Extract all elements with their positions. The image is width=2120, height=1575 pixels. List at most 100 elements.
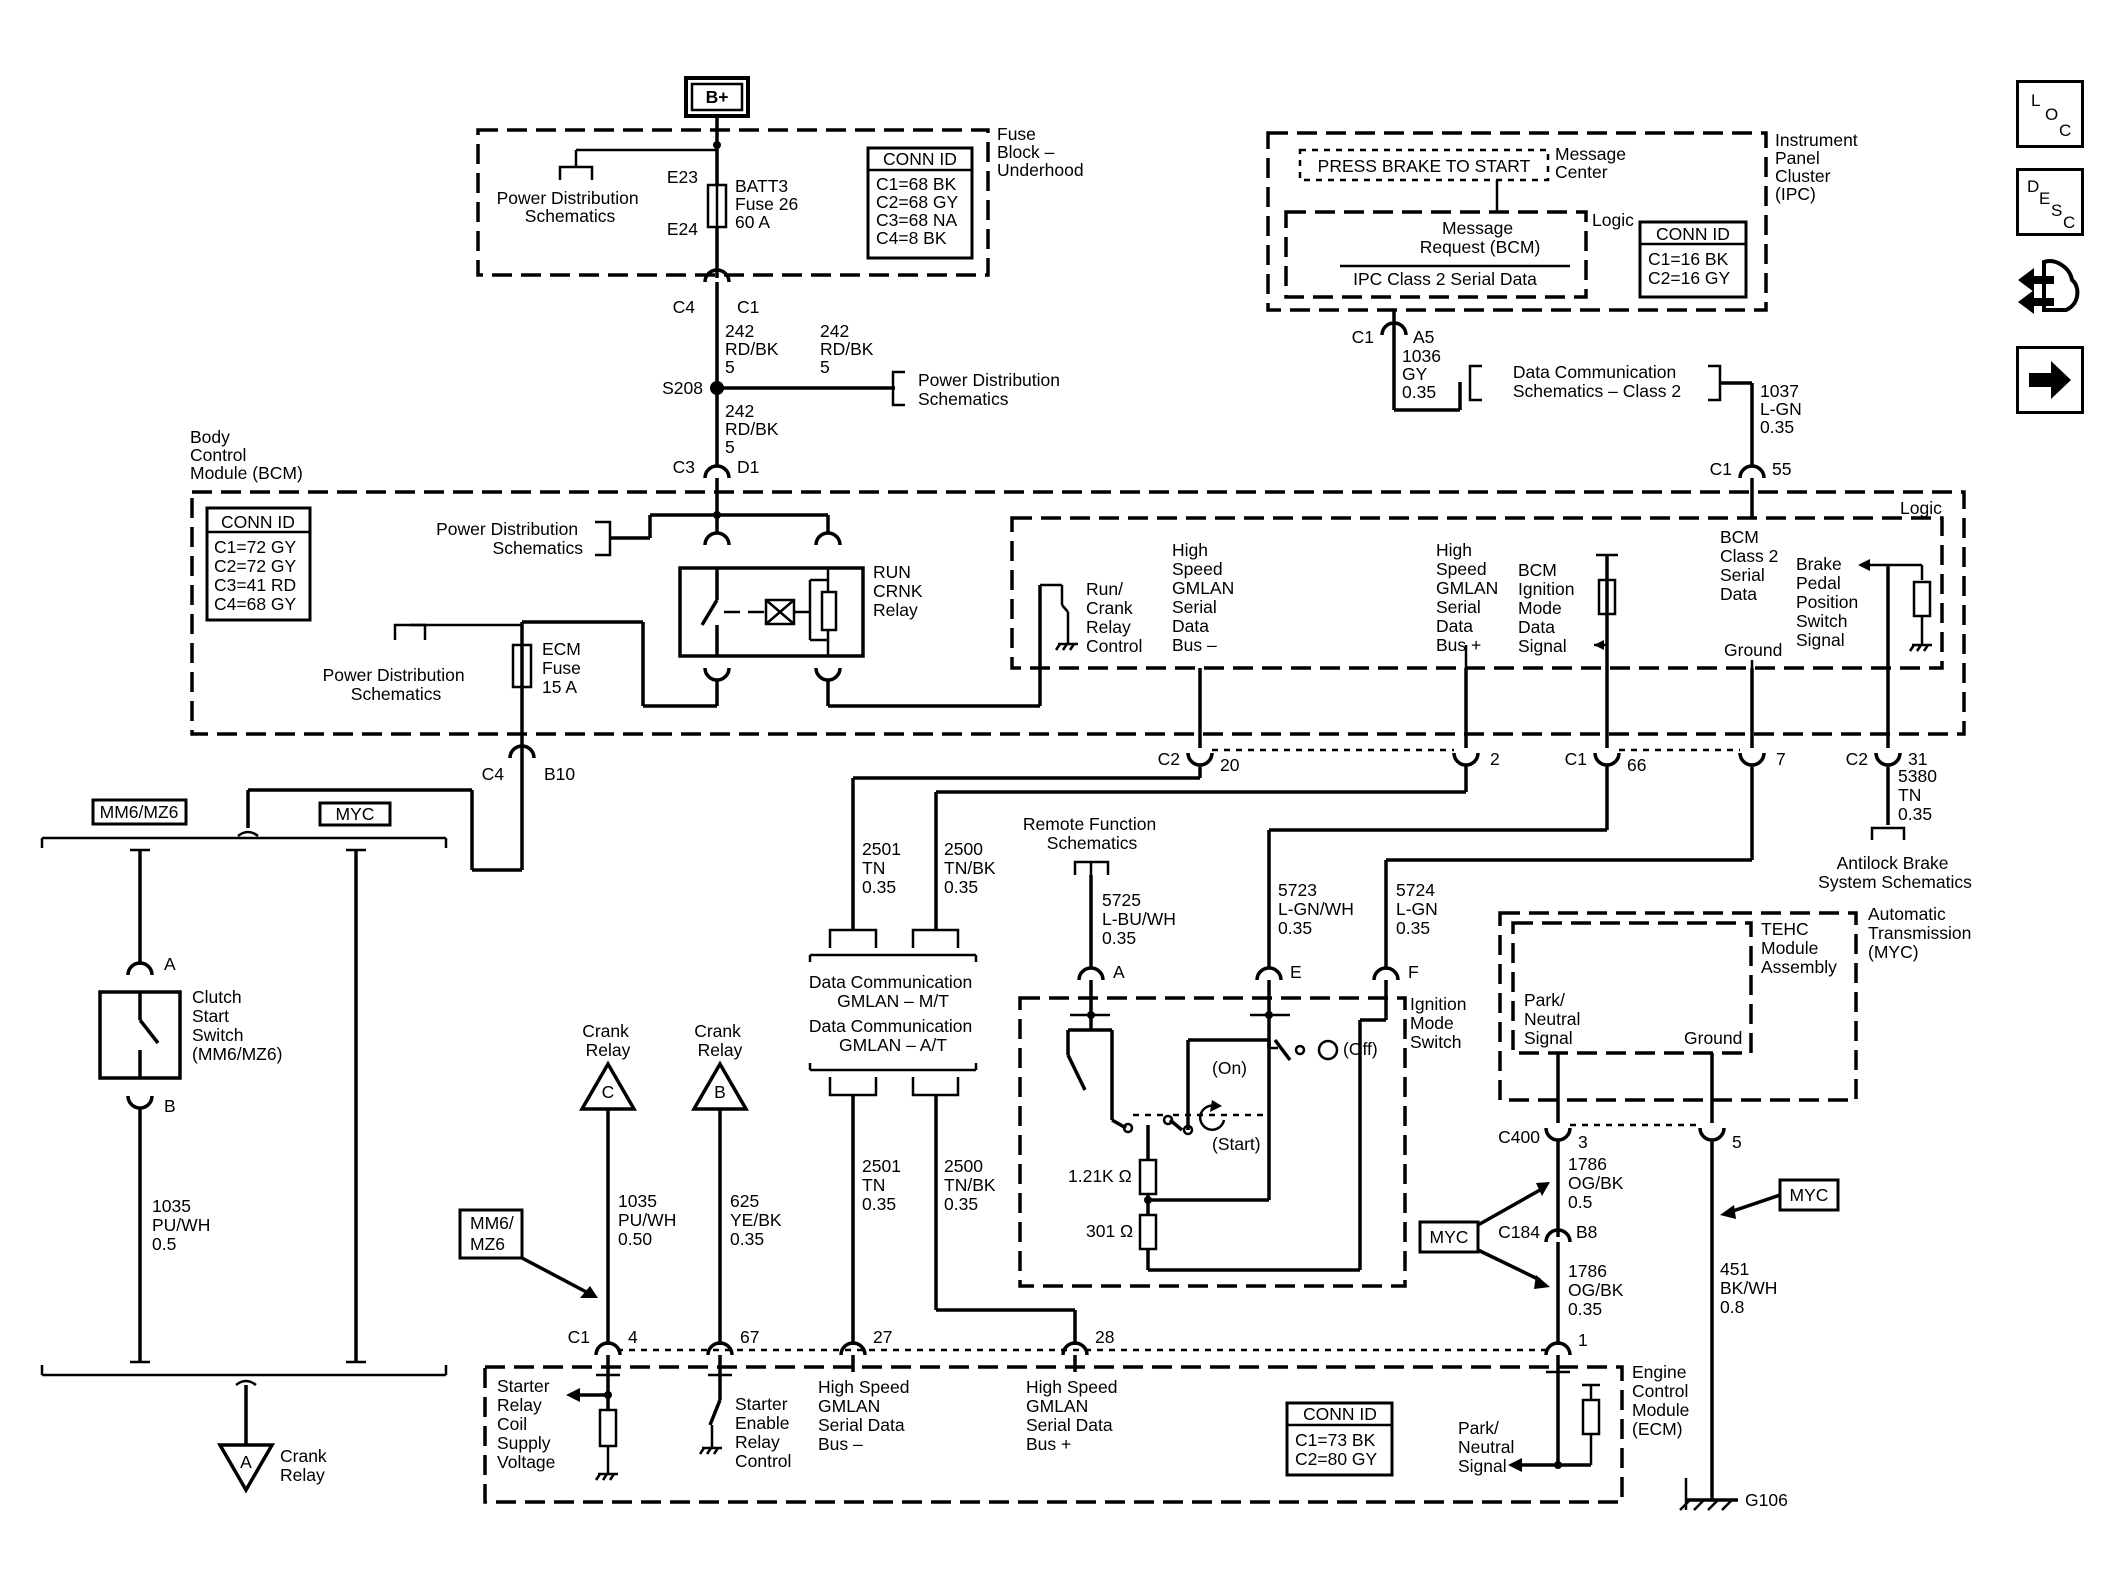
wire-2500-b: 2500 TN/BK 0.35 (944, 1156, 1000, 1214)
wire-1786-a: 1786 OG/BK 0.5 (1568, 1154, 1628, 1212)
tehc-title: TEHC Module Assembly (1761, 919, 1837, 977)
hs-gmlan-minus-bcm: High Speed GMLAN Serial Data Bus – (1172, 540, 1239, 655)
connector-ecm-27 (839, 1341, 867, 1356)
loc-letter-o: O (2045, 105, 2059, 124)
next-arrow-icon[interactable] (2016, 346, 2084, 414)
connector-c400-3 (1544, 1127, 1572, 1142)
svg-text:C1=72 GY: C1=72 GY (214, 537, 297, 557)
message-center-label: Message Center (1555, 144, 1631, 182)
run-crank-relay-control-label: Run/ Crank Relay Control (1086, 579, 1142, 656)
wire-5725: 5725 L-BU/WH 0.35 (1102, 890, 1181, 948)
wire-1035-left: 1035 PU/WH 0.5 (152, 1196, 215, 1254)
connector-icon[interactable] (2014, 254, 2086, 326)
bcm-class2-label: BCM Class 2 Serial Data (1720, 527, 1783, 604)
ipc-logic-box (1284, 210, 1588, 299)
connector-bcm-c1-55 (1738, 464, 1766, 479)
connector-c1-66 (1593, 752, 1621, 767)
wire-2500-a: 2500 TN/BK 0.35 (944, 839, 1000, 897)
crank-relay-b-letter: B (714, 1082, 726, 1102)
run-crank-relay (678, 566, 865, 658)
connector-ecm-28 (1061, 1341, 1089, 1356)
batt3-fuse-label: BATT3 Fuse 26 60 A (735, 176, 803, 232)
clutch-switch-label: Clutch Start Switch (MM6/MZ6) (192, 987, 282, 1064)
starter-coil-supply-label: Starter Relay Coil Supply Voltage (497, 1376, 555, 1472)
svg-text:CONN ID: CONN ID (221, 512, 295, 532)
ecm-hs-plus-label: High Speed GMLAN Serial Data Bus + (1026, 1377, 1122, 1454)
connector-pin-7 (1738, 752, 1766, 767)
c184-label: C184 (1498, 1222, 1540, 1242)
data-comm-class2-label: Data Communication Schematics – Class 2 (1513, 362, 1681, 401)
ipc-title: Instrument Panel Cluster (IPC) (1775, 130, 1863, 204)
pds-label-top: Power Distribution Schematics (497, 188, 644, 226)
svg-text:C2=80 GY: C2=80 GY (1295, 1449, 1378, 1469)
bcm-ground-label: Ground (1724, 640, 1782, 660)
connector-c2-31 (1874, 752, 1902, 767)
clutch-pin-a-label: A (164, 954, 176, 974)
connector-pin-2 (1452, 752, 1480, 767)
ecm-fuse-label: ECM Fuse 15 A (542, 639, 586, 697)
ignition-pin-f-label: F (1408, 962, 1419, 982)
automatic-transmission-label: Automatic Transmission (MYC) (1868, 904, 1976, 962)
wire-625: 625 YE/BK 0.35 (730, 1191, 786, 1249)
connector-c400-5 (1698, 1127, 1726, 1142)
desc-letter-c: C (2063, 213, 2076, 232)
svg-text:C3=68 NA: C3=68 NA (876, 210, 958, 230)
wire-1036: 1036 GY 0.35 (1402, 346, 1446, 402)
svg-text:CONN ID: CONN ID (1656, 224, 1730, 244)
wire-242-a: 242 RD/BK 5 (725, 321, 783, 377)
crank-relay-c-letter: C (602, 1082, 615, 1102)
location-icon[interactable]: L O C (2016, 80, 2084, 148)
connector-ecm-67 (706, 1341, 734, 1356)
remote-function-label: Remote Function Schematics (1023, 814, 1161, 853)
svg-text:C1=73 BK: C1=73 BK (1295, 1430, 1376, 1450)
connector-ecm-1 (1544, 1341, 1572, 1356)
d1-label: D1 (737, 457, 759, 477)
c3-label: C3 (673, 457, 695, 477)
fuse-block-title: Fuse Block – Underhood (997, 124, 1084, 180)
tehc-pn-label: Park/ Neutral Signal (1524, 990, 1585, 1048)
svg-text:C4=8 BK: C4=8 BK (876, 228, 947, 248)
connector-c184-b8 (1544, 1228, 1572, 1243)
ecm-title: Engine Control Module (ECM) (1632, 1362, 1694, 1439)
ecm-fuse (511, 643, 533, 689)
bcm-c2b-label: C2 (1846, 749, 1868, 769)
clutch-connector-a (126, 961, 154, 976)
message-request-label: Message Request (BCM) (1420, 218, 1541, 257)
svg-text:C1=68 BK: C1=68 BK (876, 174, 957, 194)
wire-242-c: 242 RD/BK 5 (725, 401, 783, 457)
ipc-logic-label: Logic (1592, 210, 1634, 230)
ecm-pin-4-label: 4 (628, 1327, 638, 1347)
connector-c4-b10 (508, 744, 536, 759)
ecm-conn-id: CONN ID C1=73 BK C2=80 GY (1285, 1401, 1394, 1477)
ignition-start-label: (Start) (1212, 1134, 1261, 1154)
ignition-connector-f (1372, 966, 1400, 981)
pin-7-label: 7 (1776, 749, 1786, 769)
crank-relay-c-label: Crank Relay (582, 1021, 634, 1060)
clutch-pin-b-label: B (164, 1096, 176, 1116)
brake-pedal-label: Brake Pedal Position Switch Signal (1796, 554, 1863, 650)
ignition-on-label: (On) (1212, 1058, 1247, 1078)
message-center-box (1298, 148, 1550, 182)
resistor-301-label: 301 Ω (1086, 1221, 1133, 1241)
fuse-block-conn-id: CONN ID C1=68 BK C2=68 GY C3=68 NA C4=8 … (866, 146, 974, 260)
hs-gmlan-plus-bcm: High Speed GMLAN Serial Data Bus + (1436, 540, 1503, 655)
description-icon[interactable]: D E S C (2016, 168, 2084, 236)
wire-5724: 5724 L-GN 0.35 (1396, 880, 1443, 938)
ecm-pin-1-label: 1 (1578, 1330, 1588, 1350)
bcm-outline (190, 490, 1966, 736)
myc-note-box-2: MYC (1778, 1178, 1840, 1212)
clutch-connector-b (126, 1095, 154, 1110)
connector-ecm-c1-4 (594, 1341, 622, 1356)
press-brake-text: PRESS BRAKE TO START (1318, 156, 1531, 176)
resistor-1k21-label: 1.21K Ω (1068, 1166, 1132, 1186)
svg-text:CONN ID: CONN ID (1303, 1404, 1377, 1424)
battery-terminal: B+ (684, 76, 750, 118)
pin-2-label: 2 (1490, 749, 1500, 769)
myc-option-box: MYC (318, 801, 392, 827)
ignition-connector-e (1255, 966, 1283, 981)
svg-text:MM6/: MM6/ (470, 1213, 514, 1233)
ignition-pin-e-label: E (1290, 962, 1302, 982)
pin-20-label: 20 (1220, 755, 1240, 775)
svg-text:C2=68 GY: C2=68 GY (876, 192, 959, 212)
tehc-logic-box (1511, 921, 1753, 1055)
